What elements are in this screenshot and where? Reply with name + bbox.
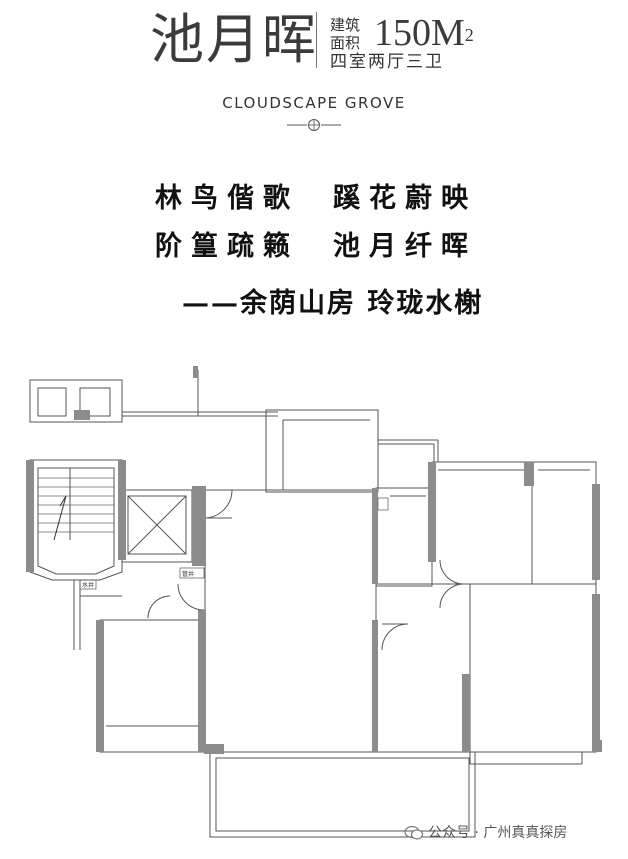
poem-line-2a: 阶篁疏籁: [155, 231, 299, 262]
bedroom-left: [99, 619, 206, 753]
bedroom-top-right-a: [431, 461, 533, 585]
title-divider: [316, 12, 317, 68]
poem-line-2b: 池月纤晖: [333, 231, 477, 262]
layout-label: 四室两厅三卫: [330, 52, 444, 72]
watermark-text: 公众号 · 广州真真探房: [428, 825, 568, 841]
area-value: 150M2: [374, 8, 474, 58]
bedroom-top-right-b: [531, 461, 597, 585]
bedroom-bottom-right: [375, 583, 597, 753]
top-room: [265, 409, 379, 493]
brand-name: CLOUDSCAPE GROVE: [222, 94, 406, 112]
pipe-label: 管井: [182, 570, 194, 578]
living-room: [204, 489, 377, 753]
floor-plan: 水井 管井: [26, 366, 602, 838]
poem-subtitle: ——余荫山房 玲珑水榭: [182, 288, 484, 319]
area-caption-bottom: 面积: [330, 34, 361, 52]
shaft-cell-right: [79, 387, 111, 417]
poem-line-1: 林鸟偕歌 蹊花蔚映: [155, 182, 477, 216]
poem-line-1a: 林鸟偕歌: [155, 183, 299, 214]
area-caption: 建筑 面积: [330, 16, 360, 52]
bottom-balcony: [209, 751, 476, 838]
area-caption-top: 建筑: [330, 16, 361, 34]
wechat-icon: [404, 826, 424, 840]
poem-line-2: 阶篁疏籁 池月纤晖: [155, 230, 477, 264]
project-title: 池月晖: [150, 8, 318, 71]
area-unit-sup: 2: [464, 25, 474, 45]
poem-line-1b: 蹊花蔚映: [333, 183, 477, 214]
bathroom-middle: [375, 487, 433, 587]
watermark: 公众号 · 广州真真探房: [404, 822, 567, 842]
shaft-cell-left: [37, 387, 67, 417]
drain-label: 水井: [82, 581, 94, 589]
area-number: 150M: [374, 12, 465, 54]
circle-emblem-icon: [287, 119, 341, 131]
shaft-box: [29, 379, 123, 423]
header: 池月晖 建筑 面积 150M2 四室两厅三卫: [0, 0, 628, 80]
